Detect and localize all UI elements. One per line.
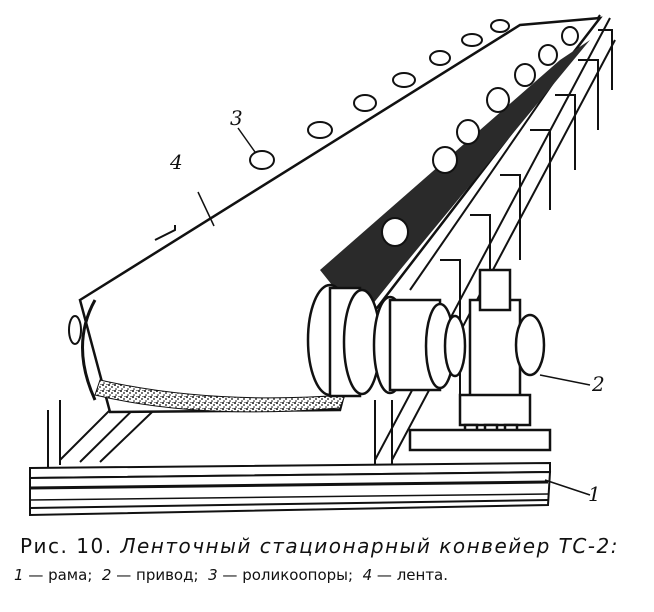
idler-rollers: [68, 19, 579, 345]
callout-belt: 4: [170, 150, 183, 174]
leader-lines: [237, 127, 591, 496]
callout-frame: 1: [588, 482, 601, 506]
legend-item: 3 — роликоопоры;: [208, 566, 354, 584]
base-frame: [29, 461, 552, 517]
drive-unit: [306, 268, 552, 452]
conveyor-drawing: [29, 14, 616, 517]
legend-item: 1 — рама;: [14, 566, 93, 584]
callout-rollers: 3: [230, 106, 243, 130]
figure-number: Рис. 10.: [20, 534, 113, 558]
figure-legend: 1 — рама; 2 — привод; 3 — роликоопоры; 4…: [14, 566, 448, 584]
figure-title: Ленточный стационарный конвейер ТС-2:: [120, 534, 619, 558]
legend-item: 2 — привод;: [101, 566, 199, 584]
legend-item: 4 — лента.: [362, 566, 449, 584]
callout-drive: 2: [592, 372, 605, 396]
figure-caption: Рис. 10. Ленточный стационарный конвейер…: [20, 534, 650, 558]
